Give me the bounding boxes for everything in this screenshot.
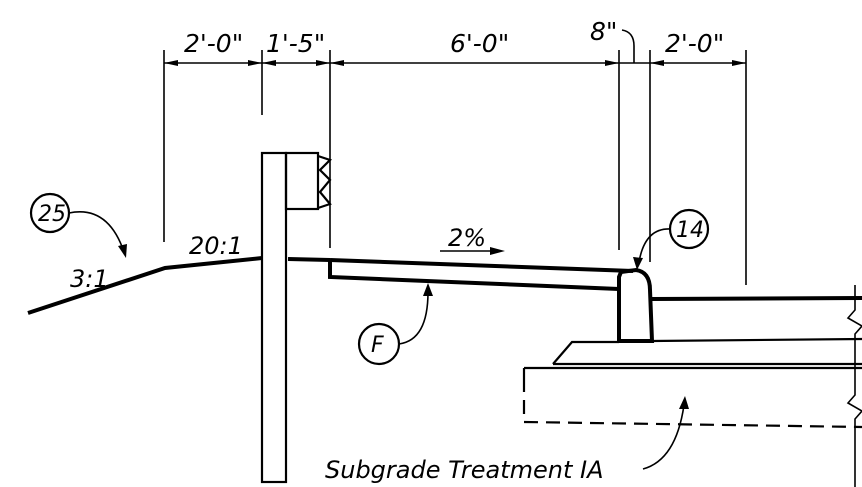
subgrade-dashed bbox=[522, 400, 862, 429]
dim-arrow bbox=[650, 60, 664, 66]
dimension-lines bbox=[163, 29, 747, 285]
slope-arrow-head bbox=[490, 247, 505, 255]
pavement-top bbox=[651, 296, 862, 301]
dim-text-6-0: 6'-0" bbox=[450, 29, 509, 58]
post bbox=[260, 151, 288, 484]
eight-inch-leader bbox=[621, 29, 635, 63]
dim-arrow bbox=[248, 60, 262, 66]
cross-slope-label: 2% bbox=[448, 224, 486, 252]
dim-arrow bbox=[330, 60, 344, 66]
callout-F: F bbox=[357, 283, 433, 366]
blockout bbox=[284, 151, 320, 211]
leader-arrow bbox=[679, 396, 689, 409]
dim-arrow bbox=[164, 60, 178, 66]
dim-text-1-5: 1'-5" bbox=[266, 29, 325, 58]
dim-text-2-0-right: 2'-0" bbox=[665, 29, 724, 58]
dim-arrow bbox=[732, 60, 746, 66]
callout-25: 25 bbox=[29, 192, 127, 258]
leader-arrow bbox=[633, 257, 643, 270]
pavement-layer bbox=[651, 337, 862, 343]
callout-14: 14 bbox=[633, 208, 710, 270]
leader-arrow bbox=[118, 244, 127, 258]
callout-14-leader bbox=[638, 228, 671, 263]
callout-F-leader bbox=[398, 291, 429, 345]
slab-bottom bbox=[328, 260, 620, 291]
curb bbox=[617, 267, 655, 343]
slope-line bbox=[27, 256, 263, 315]
dim-arrow bbox=[262, 60, 276, 66]
guardrail-post bbox=[260, 151, 333, 484]
callout-25-leader bbox=[68, 211, 125, 253]
callout-14-text: 14 bbox=[676, 218, 704, 243]
dim-arrow bbox=[605, 60, 619, 66]
base-left bbox=[552, 340, 619, 365]
subgrade-leader bbox=[642, 404, 685, 470]
shoulder-slope-label: 20:1 bbox=[189, 232, 243, 260]
shoulder-slab bbox=[328, 258, 634, 291]
dim-arrow bbox=[316, 60, 330, 66]
dim-text-8-in: 8" bbox=[590, 17, 617, 46]
pavement bbox=[522, 285, 862, 487]
slab-top bbox=[329, 258, 634, 273]
dim-text-2-0-left: 2'-0" bbox=[184, 29, 243, 58]
callout-25-text: 25 bbox=[38, 202, 66, 227]
w-beam-rail bbox=[317, 154, 333, 210]
leader-arrow bbox=[423, 283, 433, 296]
callout-F-text: F bbox=[371, 333, 384, 358]
subgrade-note: Subgrade Treatment IA bbox=[325, 456, 604, 484]
ground-profile bbox=[27, 256, 331, 315]
break-line bbox=[846, 285, 862, 487]
side-slope-label: 3:1 bbox=[70, 265, 109, 293]
shoulder-line bbox=[287, 257, 331, 262]
